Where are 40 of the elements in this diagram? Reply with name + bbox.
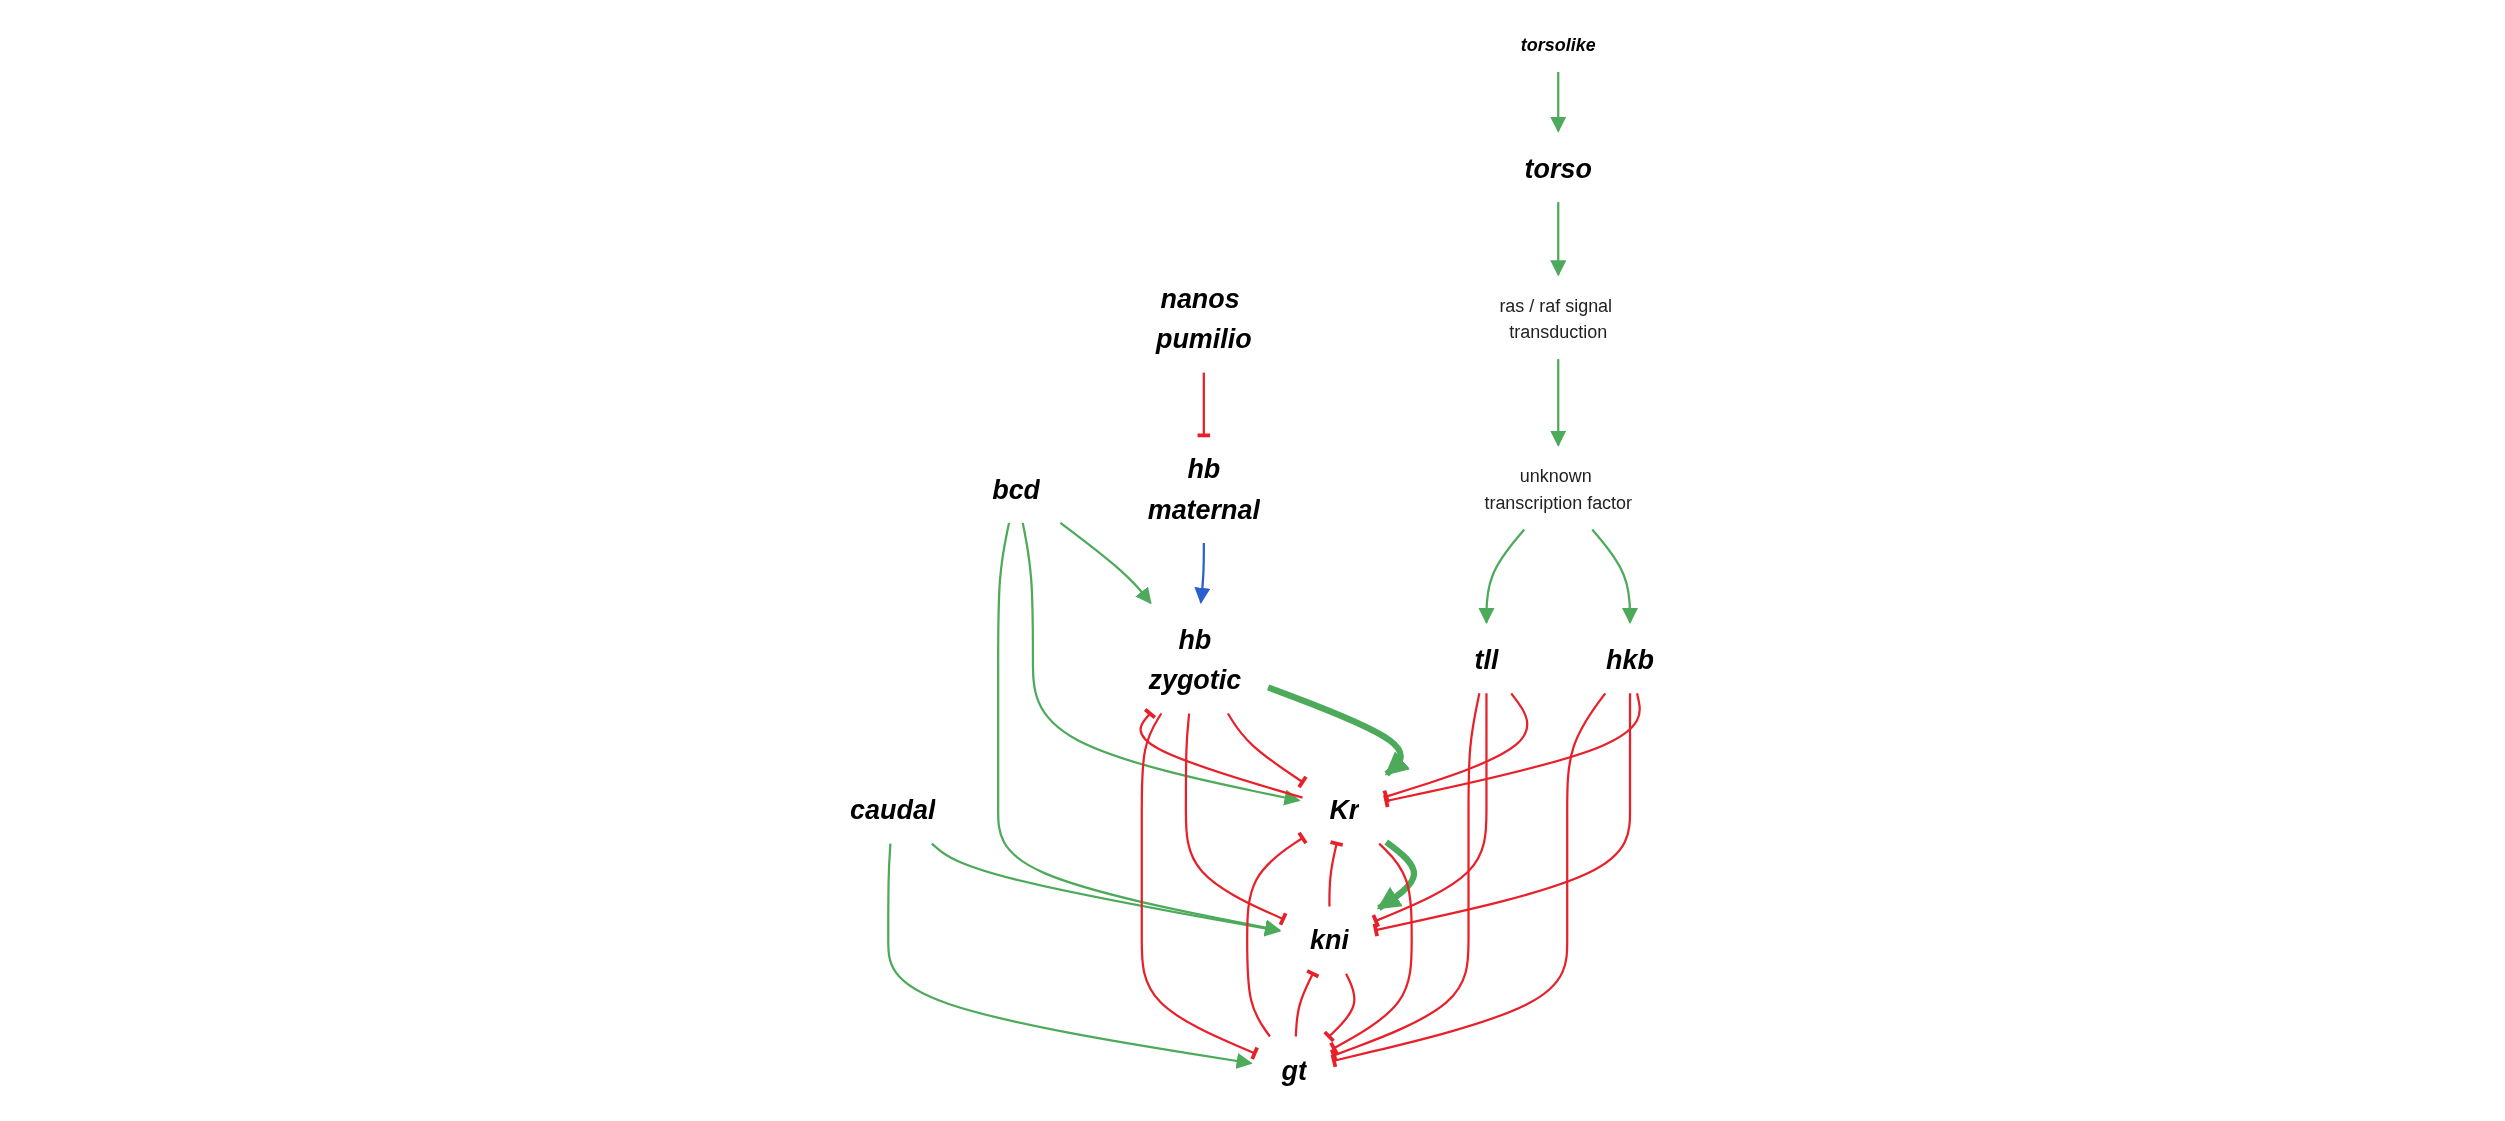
arrow xyxy=(1550,358,1567,447)
node-text: tll xyxy=(1474,644,1499,674)
arrow xyxy=(1377,838,1418,911)
node-text: unknown transcription factor xyxy=(1484,465,1633,513)
node-text: nanos pumilio xyxy=(1156,283,1253,354)
arrow xyxy=(931,842,1282,936)
node-text: hb maternal xyxy=(1148,453,1261,524)
node-text: torso xyxy=(1525,153,1593,183)
connector xyxy=(1295,968,1321,1037)
connector xyxy=(1331,692,1607,1069)
connector xyxy=(1141,712,1260,1061)
node-text: hkb xyxy=(1606,644,1655,674)
connector xyxy=(1328,839,1346,906)
connector xyxy=(1196,372,1213,437)
arrow xyxy=(1060,521,1153,604)
arrow xyxy=(1550,71,1567,133)
connector xyxy=(1329,842,1414,1056)
arrow xyxy=(997,522,1282,935)
arrow xyxy=(1591,528,1639,624)
node-text: torsolike xyxy=(1521,34,1597,55)
arrow xyxy=(1478,528,1526,624)
connector xyxy=(1372,692,1489,929)
node-text: hb zygotic xyxy=(1148,624,1242,695)
arrow xyxy=(1267,683,1411,776)
node-text: ras / raf signal transduction xyxy=(1499,294,1613,342)
arrow xyxy=(1194,542,1211,604)
connector xyxy=(1227,712,1309,789)
arrow xyxy=(887,843,1254,1069)
connector xyxy=(1185,712,1288,927)
arrow xyxy=(1550,201,1567,276)
node-text: bcd xyxy=(992,473,1041,504)
connector xyxy=(1382,692,1529,805)
connector xyxy=(1383,692,1642,809)
arrow xyxy=(1022,522,1302,805)
node-text: kni xyxy=(1310,924,1350,955)
connector xyxy=(1140,707,1304,799)
node-text: caudal xyxy=(850,794,936,825)
connector xyxy=(1323,972,1356,1043)
connector xyxy=(1373,692,1632,938)
connector xyxy=(1246,830,1309,1037)
